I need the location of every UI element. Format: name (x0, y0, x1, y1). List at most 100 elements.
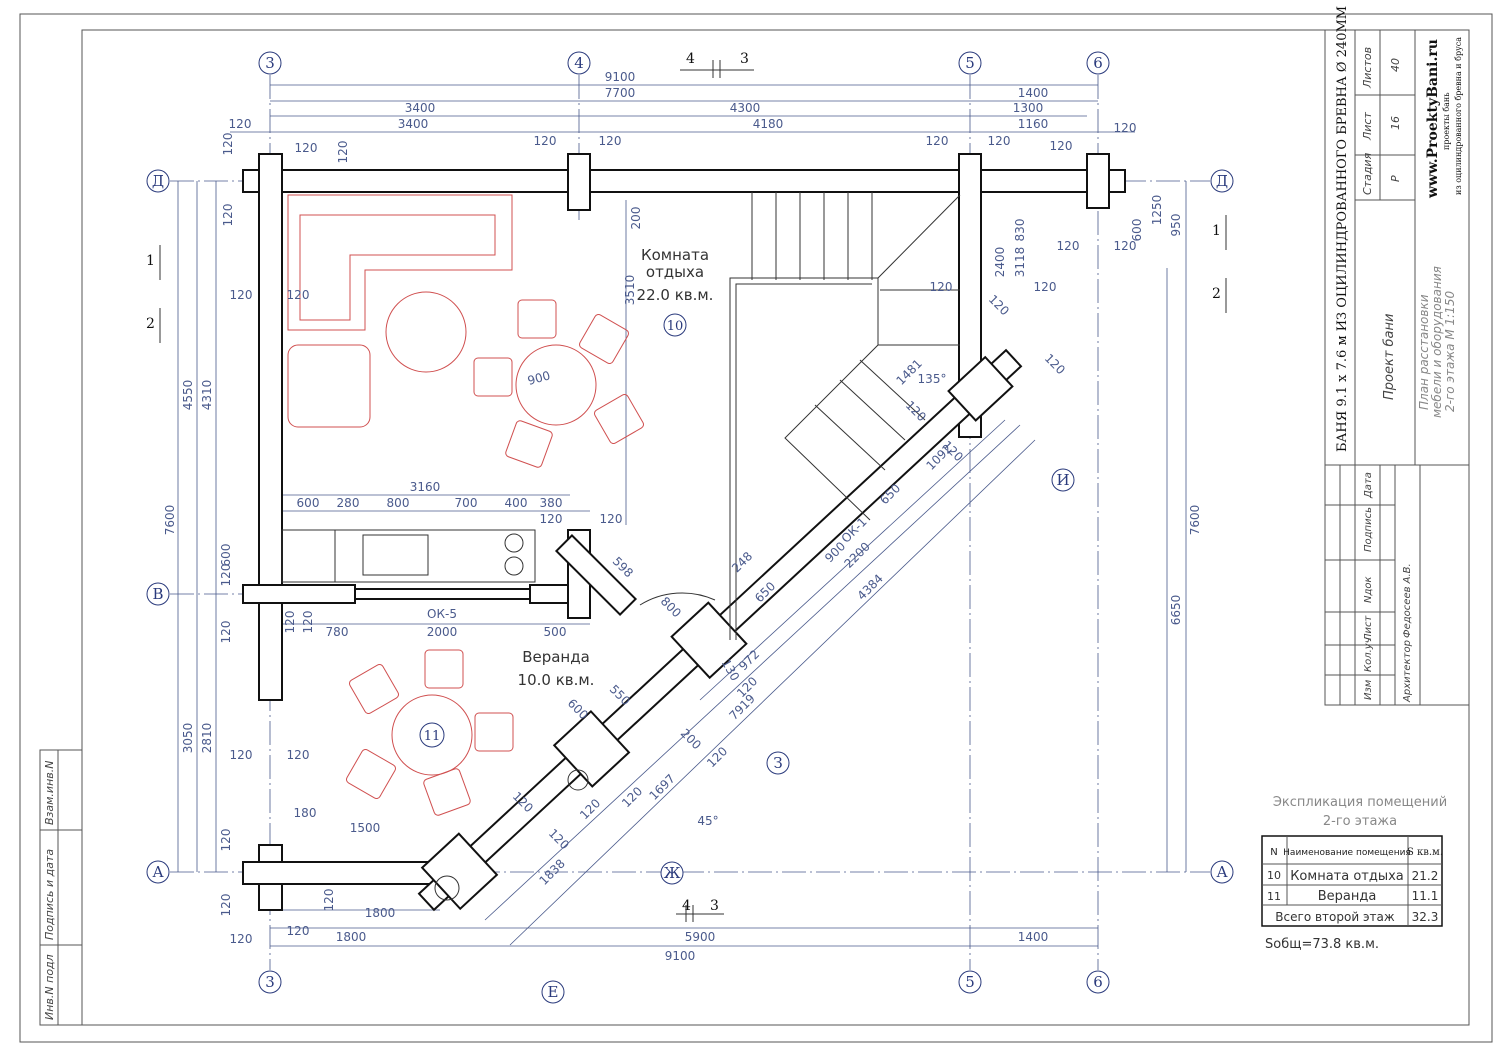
section-mark-label: 2 (146, 316, 155, 332)
post-axis-4 (567, 153, 591, 211)
dimension-label: 120 (540, 512, 563, 526)
col-header: N (1270, 847, 1277, 858)
axis-label: 6 (1093, 973, 1103, 991)
dimension-label: 2810 (200, 723, 214, 754)
dimension-label: 830 (1013, 219, 1027, 242)
post-axis-6 (1086, 153, 1110, 209)
axis-label: 4 (574, 54, 584, 72)
dimension-label: 600 (1130, 219, 1144, 242)
dimension-label: 120 (219, 894, 233, 917)
section-mark-label: 4 (686, 51, 695, 67)
dimension-label: 120 (287, 924, 310, 938)
dimension-label: 600 (219, 544, 233, 567)
dimension-label: 800 (387, 496, 410, 510)
side-stamp: Инв.N подл Подпись и дата Взам.инв.N (39, 749, 83, 1026)
corner-sofa (287, 194, 513, 331)
dimension-label: 2000 (427, 625, 458, 639)
section-mark-label: 1 (146, 253, 155, 269)
dimension-label: 120 (1042, 351, 1068, 377)
coffee-table (385, 291, 467, 373)
dimension-label: 1800 (336, 930, 367, 944)
axis-label: Ж (664, 864, 681, 882)
dimension-label: 4310 (200, 380, 214, 411)
round-post (434, 875, 460, 901)
dimension-label: 120 (986, 292, 1012, 318)
outer-frame (19, 13, 1493, 1043)
title-block: БАНЯ 9.1 х 7.6 м ИЗ ОЦИЛИНДРОВАННОГО БРЕ… (1324, 6, 1470, 706)
axis-bubble-right: Д (1210, 169, 1234, 193)
sheet-value: 16 (1389, 116, 1402, 130)
dimension-label: 120 (230, 288, 253, 302)
stamp-header: Nдок (1363, 576, 1374, 603)
sofa-seat (299, 214, 496, 321)
wall-axis-v (242, 584, 356, 604)
dimension-label: 180 (294, 806, 317, 820)
dimension-label: 7919 (726, 691, 757, 722)
stamp-header: Дата (1363, 472, 1374, 499)
dimension-label: 3160 (410, 480, 441, 494)
architect-label: Архитектор (1402, 640, 1413, 703)
dimension-label: 5900 (685, 930, 716, 944)
section-mark-label: 1 (1212, 223, 1221, 239)
walls (242, 153, 1126, 912)
axis-bubble-bottom: 3 (258, 970, 282, 994)
dimension-label: 9100 (605, 70, 636, 84)
sheet-title-line: 2-го этажа М 1:150 (1443, 291, 1457, 412)
dimension-label: 248 (729, 549, 755, 575)
dimension-label: 120 (322, 889, 336, 912)
room-name: Комната (641, 246, 709, 264)
dimension-label: 120 (219, 621, 233, 644)
section-mark-label: 3 (740, 51, 749, 67)
axis-label: Д (1216, 172, 1228, 190)
dimension-label: 200 (629, 207, 643, 230)
explication-title: Экспликация помещений (1273, 795, 1447, 810)
room-veranda: Веранда 10.0 кв.м. 11 (419, 648, 595, 748)
axis-label: А (152, 863, 164, 881)
architect-name: Федосеев А.В. (1402, 563, 1413, 638)
axis-label: А (1216, 863, 1228, 881)
row-name: Комната отдыха (1290, 869, 1404, 884)
dimension-label: 4180 (753, 117, 784, 131)
side-stamp-inv: Инв.N подл (43, 954, 56, 1020)
wall-axis-d (242, 169, 1126, 193)
dimension-label: 1160 (1018, 117, 1049, 131)
dimension-label: 900 (526, 368, 552, 387)
dimension-label: 500 (544, 625, 567, 639)
logo-sub: из оцилиндрованного бревна и бруса (1454, 37, 1463, 195)
axis-bubble-top: 3 (258, 51, 282, 75)
section-mark-label: 2 (1212, 286, 1221, 302)
dimension-label: 120 (230, 748, 253, 762)
diagonal-wall-short (554, 533, 638, 617)
dimension-label: 120 (229, 117, 252, 131)
axis-bubble-right: А (1210, 860, 1234, 884)
dimension-label: 1400 (1018, 86, 1049, 100)
dimension-label: 120 (534, 134, 557, 148)
axis-bubble-diagonal: Е (541, 980, 565, 1004)
logo-sub: проекты бань (1442, 92, 1451, 150)
dimension-label: 120 (619, 784, 645, 810)
dimension-label: 120 (1057, 239, 1080, 253)
dimension-label: 120 (287, 288, 310, 302)
window-ok5 (354, 588, 536, 600)
dimension-label: 1800 (365, 906, 396, 920)
stage-label: Стадия (1361, 152, 1374, 195)
dimension-label: 1300 (1013, 101, 1044, 115)
dimension-label: 120 (577, 796, 603, 822)
col-header: Наименование помещения (1283, 848, 1411, 858)
side-stamp-replace: Взам.инв.N (43, 761, 56, 825)
dimension-label: 120 (930, 280, 953, 294)
dimension-label: 120 (301, 611, 315, 634)
row-num: 11 (1267, 890, 1281, 903)
axis-label: 6 (1093, 54, 1103, 72)
round-post (567, 769, 589, 791)
room-rest: Комната отдыха 22.0 кв.м. 10 (637, 246, 713, 337)
explication-table: Экспликация помещений 2-го этажа N Наиме… (1261, 795, 1447, 952)
dimension-label: 120 (221, 204, 235, 227)
logo-url: www.ProektyBani.ru (1425, 39, 1441, 199)
room-area: 10.0 кв.м. (518, 671, 595, 689)
stamp-header: Кол.уч (1363, 637, 1374, 672)
axis-label: 5 (965, 54, 975, 72)
dimension-label: 200 (678, 726, 704, 752)
dimension-label: ОК-5 (427, 607, 457, 621)
